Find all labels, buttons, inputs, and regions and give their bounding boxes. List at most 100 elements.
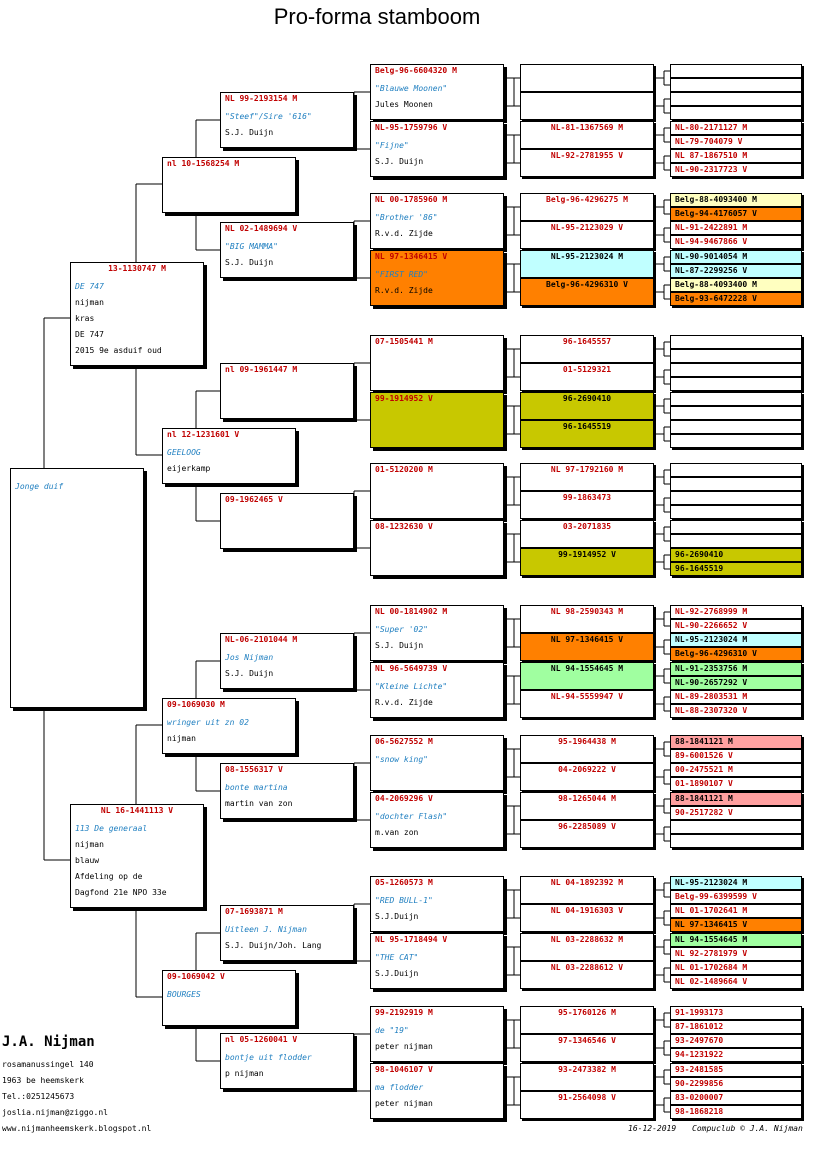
gen5-entry[interactable] xyxy=(520,92,654,120)
gen6-entry[interactable]: 00-2475521 M xyxy=(670,763,802,777)
gen6-entry[interactable] xyxy=(670,406,802,420)
gen6-entry[interactable]: Belg-99-6399599 V xyxy=(670,890,802,904)
gen5-entry[interactable]: 01-5129321 xyxy=(520,363,654,391)
subject-card[interactable]: Jonge duif xyxy=(10,468,144,708)
gen6-entry[interactable]: 94-1231922 xyxy=(670,1048,802,1062)
gen6-entry[interactable] xyxy=(670,820,802,834)
gen6-entry[interactable]: NL 01-1702641 M xyxy=(670,904,802,918)
owner-website[interactable]: www.nijmanheemskerk.blogspot.nl xyxy=(2,1124,152,1133)
gen5-entry[interactable]: NL 98-2590343 M xyxy=(520,605,654,633)
gen5-entry[interactable]: 97-1346546 V xyxy=(520,1034,654,1062)
gen5-entry[interactable]: NL 03-2288612 V xyxy=(520,961,654,989)
gen5-entry[interactable]: NL 04-1892392 M xyxy=(520,876,654,904)
gen6-entry[interactable] xyxy=(670,106,802,120)
gen4-card[interactable]: 04-2069296 V"dochter Flash"m.van zon xyxy=(370,792,504,848)
gen6-entry[interactable]: NL 92-2781979 V xyxy=(670,947,802,961)
gen5-entry[interactable]: 99-1863473 xyxy=(520,491,654,519)
gen6-entry[interactable]: 90-2517282 V xyxy=(670,806,802,820)
gen6-entry[interactable] xyxy=(670,477,802,491)
gen6-entry[interactable] xyxy=(670,534,802,548)
gen6-entry[interactable]: NL-90-2266652 V xyxy=(670,619,802,633)
gen5-entry[interactable]: 96-2285089 V xyxy=(520,820,654,848)
gen5-entry[interactable]: NL 04-1916303 V xyxy=(520,904,654,932)
gen6-entry[interactable] xyxy=(670,349,802,363)
gen4-card[interactable]: Belg-96-6604320 M"Blauwe Moonen"Jules Mo… xyxy=(370,64,504,120)
gen6-entry[interactable] xyxy=(670,491,802,505)
gen5-entry[interactable]: NL 03-2288632 M xyxy=(520,933,654,961)
gen6-entry[interactable] xyxy=(670,392,802,406)
gen4-card[interactable]: NL 96-5649739 V"Kleine Lichte"R.v.d. Zij… xyxy=(370,662,504,718)
gen3-card[interactable]: 09-1962465 V xyxy=(220,493,354,549)
gen5-entry[interactable]: NL 97-1346415 V xyxy=(520,633,654,661)
gen6-entry[interactable] xyxy=(670,335,802,349)
gen6-entry[interactable]: NL 01-1702684 M xyxy=(670,961,802,975)
gen5-entry[interactable]: 96-1645519 xyxy=(520,420,654,448)
gen6-entry[interactable]: NL-88-2307320 V xyxy=(670,704,802,718)
gen4-card[interactable]: 01-5120200 M xyxy=(370,463,504,519)
gen6-entry[interactable]: 87-1861012 xyxy=(670,1020,802,1034)
gen3-card[interactable]: nl 09-1961447 M xyxy=(220,363,354,419)
gen6-entry[interactable]: NL-94-9467866 V xyxy=(670,235,802,249)
gen6-entry[interactable]: NL-80-2171127 M xyxy=(670,121,802,135)
gen4-card[interactable]: NL 97-1346415 V"FIRST RED"R.v.d. Zijde xyxy=(370,250,504,306)
gen4-card[interactable]: NL 00-1785960 M"Brother '86"R.v.d. Zijde xyxy=(370,193,504,249)
gen6-entry[interactable]: 83-0200007 xyxy=(670,1091,802,1105)
gen6-entry[interactable] xyxy=(670,520,802,534)
gen5-entry[interactable]: 96-1645557 xyxy=(520,335,654,363)
gen6-entry[interactable] xyxy=(670,64,802,78)
gen6-entry[interactable]: 98-1868218 xyxy=(670,1105,802,1119)
gen6-entry[interactable] xyxy=(670,363,802,377)
gen3-card[interactable]: NL 02-1489694 V"BIG MAMMA"S.J. Duijn xyxy=(220,222,354,278)
gen6-entry[interactable]: NL-89-2803531 M xyxy=(670,690,802,704)
gen6-entry[interactable]: 91-1993173 xyxy=(670,1006,802,1020)
gen4-card[interactable]: 08-1232630 V xyxy=(370,520,504,576)
gen6-entry[interactable]: Belg-88-4093400 M xyxy=(670,278,802,292)
gen6-entry[interactable]: NL-90-9014054 M xyxy=(670,250,802,264)
gen6-entry[interactable]: 93-2497670 xyxy=(670,1034,802,1048)
gen6-entry[interactable]: Belg-94-4176057 V xyxy=(670,207,802,221)
gen5-entry[interactable]: Belg-96-4296310 V xyxy=(520,278,654,306)
gen5-entry[interactable]: 04-2069222 V xyxy=(520,763,654,791)
grandparents-card[interactable]: nl 10-1568254 M xyxy=(162,157,296,213)
gen6-entry[interactable]: Belg-88-4093400 M xyxy=(670,193,802,207)
gen5-entry[interactable]: 03-2071835 xyxy=(520,520,654,548)
gen4-card[interactable]: NL-95-1759796 V"Fijne"S.J. Duijn xyxy=(370,121,504,177)
gen5-entry[interactable]: NL-95-2123029 V xyxy=(520,221,654,249)
gen6-entry[interactable]: NL 02-1489664 V xyxy=(670,975,802,989)
gen5-entry[interactable]: 95-1964438 M xyxy=(520,735,654,763)
gen4-card[interactable]: NL 00-1814902 M"Super '02"S.J. Duijn xyxy=(370,605,504,661)
gen6-entry[interactable]: 93-2481585 xyxy=(670,1063,802,1077)
gen6-entry[interactable]: NL-90-2657292 V xyxy=(670,676,802,690)
gen6-entry[interactable]: NL-95-2123024 M xyxy=(670,633,802,647)
gen6-entry[interactable] xyxy=(670,434,802,448)
gen6-entry[interactable]: NL-79-704079 V xyxy=(670,135,802,149)
gen6-entry[interactable]: NL-92-2768999 M xyxy=(670,605,802,619)
gen5-entry[interactable]: NL 94-1554645 M xyxy=(520,662,654,690)
gen5-entry[interactable]: 96-2690410 xyxy=(520,392,654,420)
gen5-entry[interactable]: NL 97-1792160 M xyxy=(520,463,654,491)
gen6-entry[interactable]: 96-1645519 xyxy=(670,562,802,576)
gen6-entry[interactable] xyxy=(670,78,802,92)
gen6-entry[interactable]: NL 87-1867510 M xyxy=(670,149,802,163)
gen5-entry[interactable]: 99-1914952 V xyxy=(520,548,654,576)
gen4-card[interactable]: 07-1505441 M xyxy=(370,335,504,391)
gen6-entry[interactable] xyxy=(670,463,802,477)
gen6-entry[interactable]: 88-1841121 M xyxy=(670,735,802,749)
gen4-card[interactable]: 05-1260573 M"RED BULL-1"S.J.Duijn xyxy=(370,876,504,932)
gen6-entry[interactable]: NL-95-2123024 M xyxy=(670,876,802,890)
gen5-entry[interactable]: 91-2564098 V xyxy=(520,1091,654,1119)
gen6-entry[interactable]: 01-1890107 V xyxy=(670,777,802,791)
gen6-entry[interactable]: 96-2690410 xyxy=(670,548,802,562)
gen5-entry[interactable]: 98-1265044 M xyxy=(520,792,654,820)
gen6-entry[interactable] xyxy=(670,834,802,848)
